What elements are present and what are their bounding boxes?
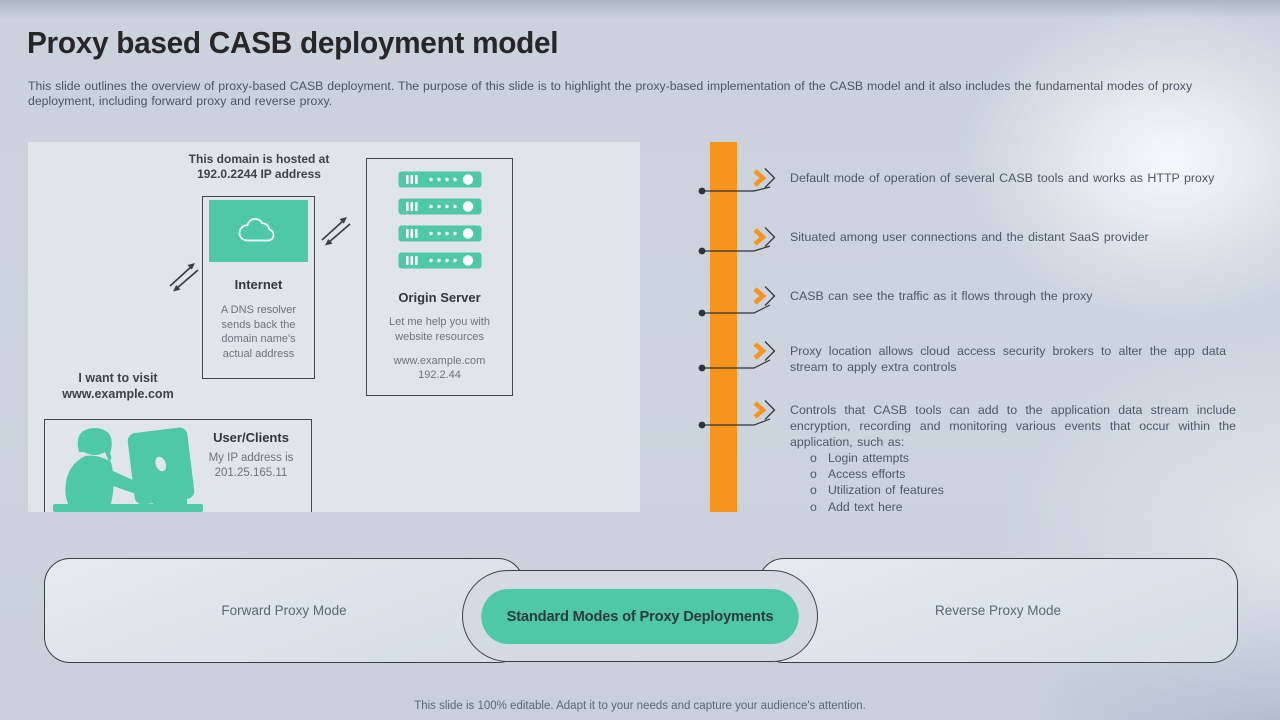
sub-bullet-text: Add text here	[828, 499, 903, 514]
exchange-arrows-icon	[169, 263, 199, 292]
user-clients-box: User/Clients My IP address is 201.25.165…	[44, 419, 312, 512]
origin-server-domain: www.example.com	[393, 355, 486, 367]
sub-bullet-text: Access efforts	[828, 467, 906, 482]
bullet-item-4: Proxy location allows cloud access secur…	[790, 344, 1226, 374]
circle-bullet-marker: o	[810, 467, 817, 482]
user-callout: I want to visit www.example.com	[62, 371, 174, 401]
bullet-item-5-text: Controls that CASB tools can add to the …	[790, 403, 1236, 449]
server-rack-icon	[398, 225, 481, 242]
internet-box: Internet A DNS resolver sends back the d…	[202, 196, 315, 379]
origin-server-ip: 192.2.44	[418, 369, 461, 381]
server-rack-icon	[398, 252, 481, 269]
bullet-item-3: CASB can see the traffic as it flows thr…	[790, 289, 1093, 303]
orange-divider-bar	[710, 142, 737, 512]
standard-modes-pill: Standard Modes of Proxy Deployments	[481, 588, 799, 644]
bullet-connectors	[698, 168, 776, 429]
origin-server-label: Origin Server	[398, 290, 481, 305]
sub-bullet: o Utilization of features	[790, 482, 1236, 498]
forward-proxy-mode-shape: Forward Proxy Mode	[44, 558, 524, 663]
sub-bullet-text: Utilization of features	[828, 483, 944, 498]
internet-label: Internet	[234, 277, 283, 292]
slide-subtitle: This slide outlines the overview of prox…	[28, 79, 1193, 108]
chevron-right-icon	[753, 228, 767, 246]
cloud-icon	[238, 218, 274, 242]
server-rack-icon	[398, 198, 481, 215]
circle-bullet-marker: o	[810, 499, 817, 514]
page-title: Proxy based CASB deployment model	[27, 25, 559, 60]
reverse-proxy-mode-label: Reverse Proxy Mode	[934, 603, 1062, 618]
chevron-right-icon	[753, 169, 767, 187]
sub-bullet: o Login attempts	[790, 450, 1236, 466]
exchange-arrows-icon	[321, 217, 351, 246]
server-rack-icon	[398, 171, 481, 188]
cloud-image	[209, 200, 308, 262]
bullet-item-1: Default mode of operation of several CAS…	[790, 171, 1215, 185]
forward-proxy-mode-label: Forward Proxy Mode	[221, 603, 347, 618]
standard-modes-label: Standard Modes of Proxy Deployments	[506, 607, 774, 625]
circle-bullet-marker: o	[810, 483, 817, 498]
internet-callout: This domain is hosted at 192.0.2244 IP a…	[188, 152, 330, 181]
user-clients-label: User/Clients	[213, 430, 289, 445]
chevron-right-icon	[753, 287, 767, 305]
sub-bullet-text: Login attempts	[828, 451, 909, 465]
sub-bullet: o Add text here	[790, 499, 1236, 515]
bullet-item-5: Controls that CASB tools can add to the …	[790, 402, 1236, 515]
chevron-right-icon	[753, 342, 767, 360]
origin-server-box: Origin Server Let me help you with websi…	[366, 158, 513, 396]
user-clients-description: My IP address is 201.25.165.11	[208, 452, 294, 479]
person-at-computer-icon	[53, 427, 203, 512]
footer-note: This slide is 100% editable. Adapt it to…	[414, 700, 866, 712]
chevron-right-icon	[753, 401, 767, 419]
standard-modes-outer-shape: Standard Modes of Proxy Deployments	[462, 570, 818, 662]
bullet-item-2: Situated among user connections and the …	[790, 230, 1149, 244]
origin-server-description: Let me help you with website resources	[389, 316, 490, 343]
circle-bullet-marker: o	[810, 451, 817, 465]
sub-bullet: o Access efforts	[790, 466, 1236, 482]
internet-description: A DNS resolver sends back the domain nam…	[220, 304, 297, 360]
reverse-proxy-mode-shape: Reverse Proxy Mode	[758, 558, 1238, 663]
